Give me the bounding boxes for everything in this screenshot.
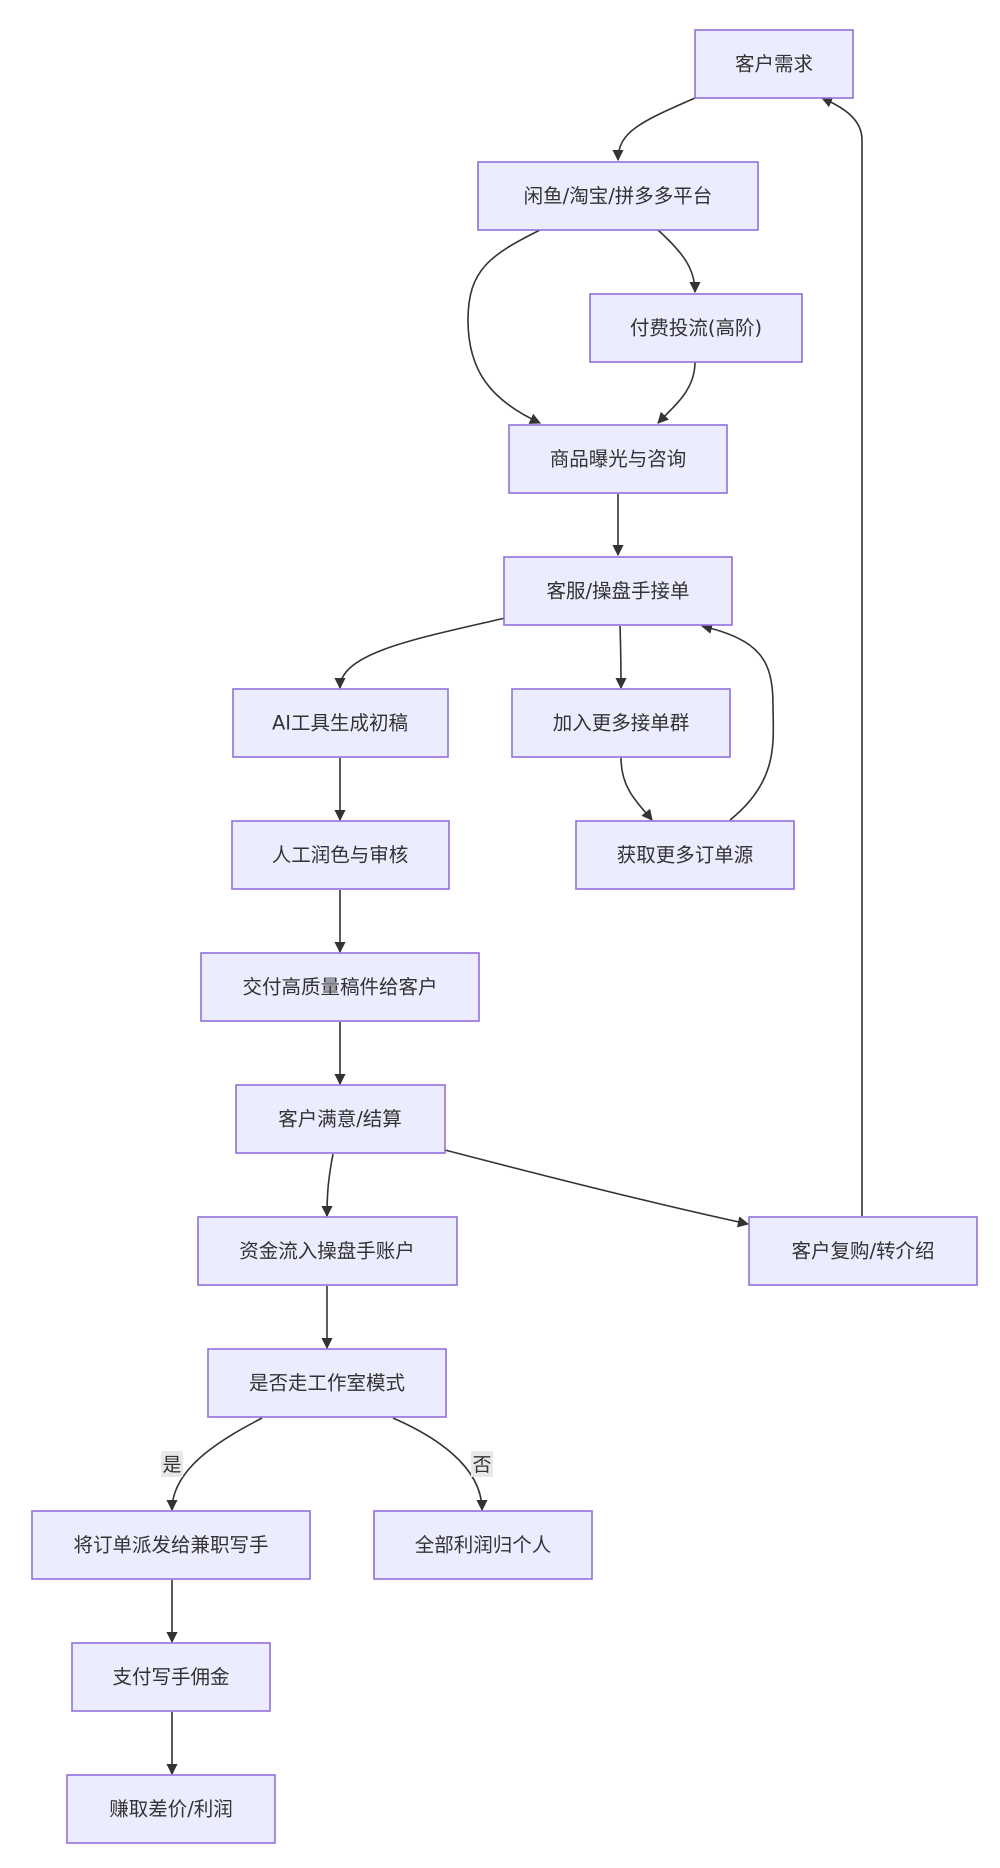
edge-label-yes-text: 是 [162, 1454, 181, 1476]
edge-join-groups-to-more-sources [620, 757, 653, 821]
edge-studio-to-all-profit [392, 1417, 488, 1512]
node-customer-demand-label: 客户需求 [735, 53, 813, 76]
node-all-profit: 全部利润归个人 [373, 1510, 593, 1580]
edge-label-yes: 是 [161, 1451, 183, 1477]
node-pay-commission-label: 支付写手佣金 [112, 1666, 229, 1689]
node-ai-draft: AI工具生成初稿 [232, 688, 449, 758]
node-join-groups-label: 加入更多接单群 [553, 712, 690, 735]
node-settle: 客户满意/结算 [235, 1084, 446, 1154]
edge-platforms-to-exposure [467, 229, 542, 424]
edge-platforms-to-paid-traffic [657, 229, 701, 294]
node-earn-margin: 赚取差价/利润 [66, 1774, 276, 1844]
node-repurchase: 客户复购/转介绍 [748, 1216, 978, 1286]
edge-settle-to-funds [321, 1153, 334, 1218]
node-all-profit-label: 全部利润归个人 [415, 1534, 552, 1557]
node-join-groups: 加入更多接单群 [511, 688, 731, 758]
node-polish-review: 人工润色与审核 [231, 820, 450, 890]
edge-settle-to-repurchase [444, 1149, 750, 1228]
node-deliver: 交付高质量稿件给客户 [200, 952, 480, 1022]
node-exposure: 商品曝光与咨询 [508, 424, 728, 494]
node-studio-mode-label: 是否走工作室模式 [249, 1372, 405, 1395]
edge-take-orders-to-ai-draft [334, 617, 506, 690]
edge-label-no-text: 否 [472, 1454, 491, 1476]
edge-label-no: 否 [471, 1451, 493, 1477]
edges [166, 96, 863, 1776]
node-polish-review-label: 人工润色与审核 [272, 844, 409, 867]
node-paid-traffic: 付费投流(高阶) [589, 293, 803, 363]
node-settle-label: 客户满意/结算 [278, 1108, 402, 1131]
edge-more-sources-to-take-orders [700, 622, 775, 821]
node-dispatch-label: 将订单派发给兼职写手 [73, 1534, 268, 1557]
node-take-orders-label: 客服/操盘手接单 [546, 580, 689, 603]
node-more-sources-label: 获取更多订单源 [617, 844, 754, 867]
edge-studio-to-dispatch [166, 1417, 263, 1512]
node-dispatch: 将订单派发给兼职写手 [31, 1510, 311, 1580]
node-pay-commission: 支付写手佣金 [71, 1642, 271, 1712]
node-platforms-label: 闲鱼/淘宝/拼多多平台 [524, 185, 713, 208]
node-deliver-label: 交付高质量稿件给客户 [242, 976, 437, 999]
node-funds-in-label: 资金流入操盘手账户 [239, 1240, 415, 1263]
node-platforms: 闲鱼/淘宝/拼多多平台 [477, 161, 759, 231]
node-repurchase-label: 客户复购/转介绍 [791, 1240, 934, 1263]
node-customer-demand: 客户需求 [694, 29, 854, 99]
edge-take-orders-to-join-groups [615, 625, 627, 690]
edge-paid-traffic-to-exposure [657, 361, 696, 424]
node-paid-traffic-label: 付费投流(高阶) [630, 317, 762, 340]
node-exposure-label: 商品曝光与咨询 [550, 448, 687, 471]
node-take-orders: 客服/操盘手接单 [503, 556, 733, 626]
node-more-sources: 获取更多订单源 [575, 820, 795, 890]
node-earn-margin-label: 赚取差价/利润 [109, 1798, 233, 1821]
edge-repurchase-to-demand [820, 96, 863, 1216]
edge-demand-to-platforms [612, 97, 696, 162]
node-studio-mode: 是否走工作室模式 [207, 1348, 447, 1418]
node-ai-draft-label: AI工具生成初稿 [272, 712, 408, 735]
node-funds-in: 资金流入操盘手账户 [197, 1216, 458, 1286]
